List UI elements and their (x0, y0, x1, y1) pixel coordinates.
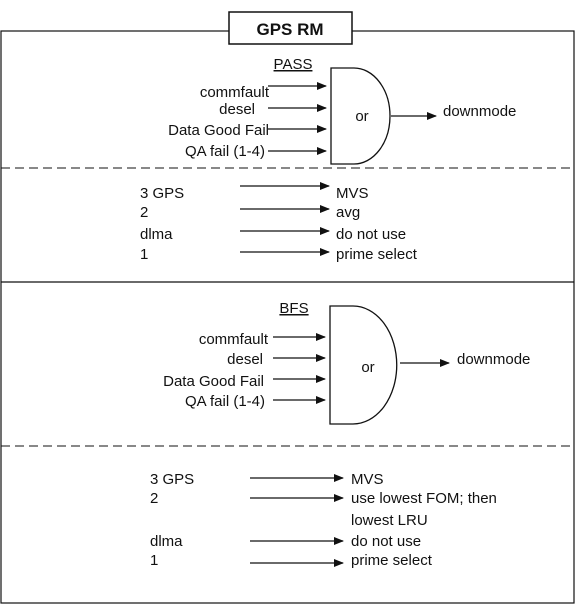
pass-selection-right: MVS (336, 185, 369, 202)
pass-selection-left: 3 GPS (140, 185, 184, 202)
bfs-input-label: desel (227, 351, 263, 368)
pass-input-label: Data Good Fail (168, 122, 269, 139)
bfs-selection-left: 1 (150, 552, 158, 569)
pass-heading: PASS (274, 56, 313, 73)
bfs-selection-right: use lowest FOM; then (351, 490, 497, 507)
bfs-selection-left: 2 (150, 490, 158, 507)
bfs-input-label: commfault (199, 331, 269, 348)
bfs-section: BFS commfault desel Data Good Fail QA fa… (150, 300, 530, 569)
diagram-title: GPS RM (256, 20, 323, 39)
pass-selection-left: dlma (140, 226, 173, 243)
pass-input-label: commfault (200, 84, 270, 101)
pass-selection-right: prime select (336, 246, 418, 263)
pass-selection-right: do not use (336, 226, 406, 243)
pass-or-gate-label: or (355, 108, 368, 125)
pass-selection-right: avg (336, 204, 360, 221)
pass-section: PASS commfault desel Data Good Fail QA f… (140, 56, 516, 263)
pass-input-label: QA fail (1-4) (185, 143, 265, 160)
pass-input-label: desel (219, 101, 255, 118)
pass-output-label: downmode (443, 103, 516, 120)
bfs-or-gate-shape (329, 305, 398, 425)
bfs-selection-right: prime select (351, 552, 433, 569)
pass-or-gate-shape (330, 67, 391, 165)
title-box (228, 11, 353, 45)
pass-selection-left: 2 (140, 204, 148, 221)
bfs-selection-right: MVS (351, 471, 384, 488)
pass-selection-left: 1 (140, 246, 148, 263)
bfs-selection-left: dlma (150, 533, 183, 550)
bfs-input-label: QA fail (1-4) (185, 393, 265, 410)
bfs-or-gate-label: or (361, 359, 374, 376)
bfs-selection-right: lowest LRU (351, 512, 428, 529)
bfs-selection-right: do not use (351, 533, 421, 550)
bfs-output-label: downmode (457, 351, 530, 368)
bfs-heading: BFS (279, 300, 308, 317)
bfs-input-label: Data Good Fail (163, 373, 264, 390)
bfs-selection-left: 3 GPS (150, 471, 194, 488)
